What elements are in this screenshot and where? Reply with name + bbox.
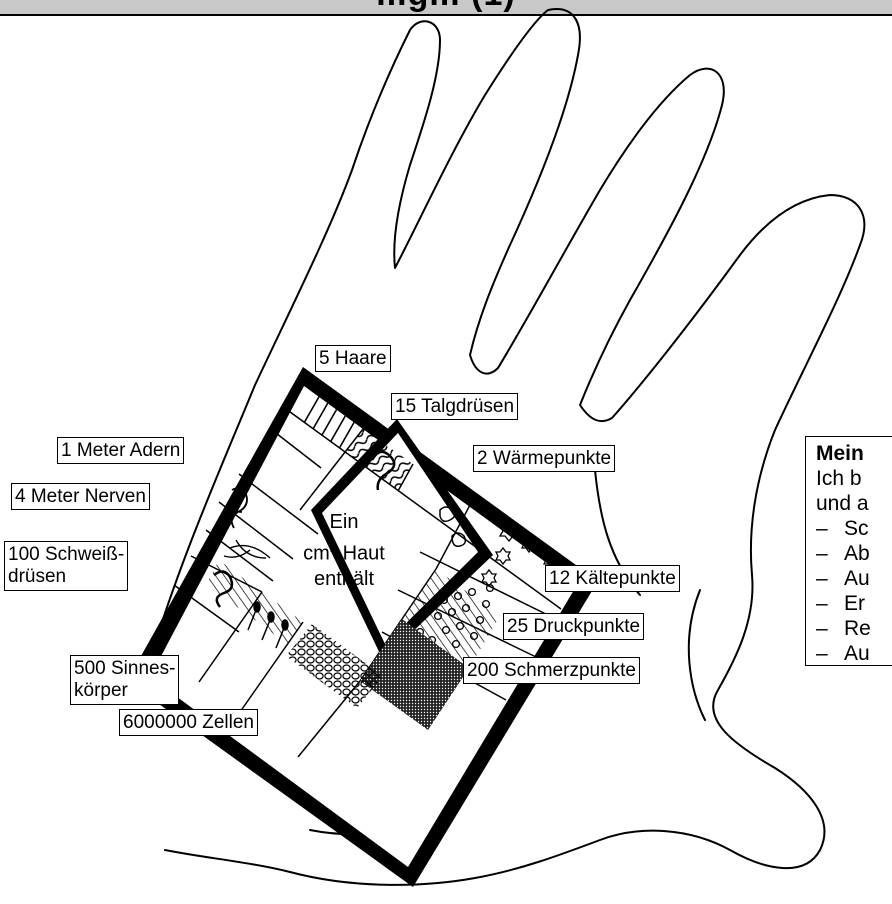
info-box-list: –Sc –Ab –Au –Er –Re –Au: [816, 516, 892, 666]
label-pressure-points: 25 Druckpunkte: [503, 613, 645, 640]
label-cells: 6000000 Zellen: [119, 709, 258, 736]
list-item: –Re: [816, 617, 871, 640]
list-item: –Au: [816, 642, 870, 665]
label-sweat-glands: 100 Schweiß- drüsen: [4, 541, 129, 591]
page-title: ...g... (1): [0, 0, 892, 11]
label-warmth-points: 2 Wärmepunkte: [473, 445, 616, 472]
skin-square: [127, 367, 598, 887]
label-sebaceous-glands: 15 Talgdrüsen: [391, 393, 519, 420]
list-item: –Ab: [816, 542, 870, 565]
label-sensory-bodies: 500 Sinnes- körper: [70, 655, 180, 705]
list-item: –Sc: [816, 517, 869, 540]
label-cold-points: 12 Kältepunkte: [545, 565, 680, 592]
list-item: –Er: [816, 592, 865, 615]
label-veins: 1 Meter Adern: [57, 437, 185, 464]
info-box-title: Mein: [816, 442, 864, 465]
list-item: –Au: [816, 567, 870, 590]
header-bar: ...g... (1): [0, 0, 892, 16]
label-nerves: 4 Meter Nerven: [11, 483, 150, 510]
info-box: Mein Ich b und a –Sc –Ab –Au –Er –Re –Au: [805, 436, 892, 666]
label-pain-points: 200 Schmerzpunkte: [463, 657, 640, 684]
info-box-line2: und a: [816, 492, 869, 515]
center-caption: Ein cm2 Haut enthält: [303, 511, 385, 590]
info-box-line1: Ich b: [816, 467, 862, 490]
label-hair: 5 Haare: [315, 345, 391, 372]
